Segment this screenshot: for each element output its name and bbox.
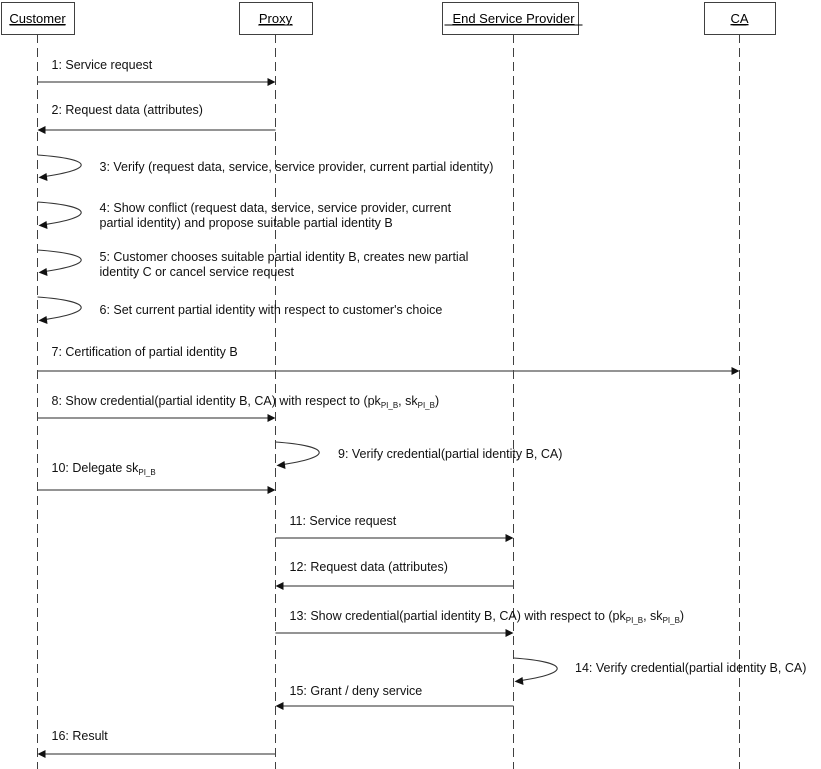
- message-label: 9: Verify credential(partial identity B,…: [338, 447, 562, 461]
- arrowhead-icon: [267, 414, 276, 422]
- message-5: 5: Customer chooses suitable partial ide…: [37, 249, 469, 279]
- participant-proxy: Proxy: [239, 2, 313, 769]
- participant-label: Customer: [9, 11, 66, 26]
- participant-label: CA: [730, 11, 748, 26]
- message-label: 4: Show conflict (request data, service,…: [100, 201, 452, 215]
- message-label-subscript: PI_B: [663, 616, 680, 625]
- message-label-text: 9: Verify credential(partial identity B,…: [338, 447, 562, 461]
- message-label: 8: Show credential(partial identity B, C…: [52, 394, 440, 410]
- message-label-text: , sk: [643, 609, 663, 623]
- arrowhead-icon: [731, 367, 740, 375]
- message-4: 4: Show conflict (request data, service,…: [37, 201, 452, 230]
- message-3: 3: Verify (request data, service, servic…: [37, 154, 494, 181]
- arrowhead-icon: [505, 534, 514, 542]
- message-label-subscript: PI_B: [138, 468, 155, 477]
- message-label-text: 1: Service request: [52, 58, 153, 72]
- participant-customer: Customer: [1, 2, 75, 769]
- message-label: 11: Service request: [290, 514, 397, 528]
- message-label-text: 13: Show credential(partial identity B, …: [290, 609, 627, 623]
- participant-esp: End Service Provider: [442, 2, 583, 769]
- self-message-arrow: [37, 154, 82, 178]
- message-9: 9: Verify credential(partial identity B,…: [275, 441, 562, 469]
- message-label-subscript: PI_B: [381, 401, 398, 410]
- message-label: 5: Customer chooses suitable partial ide…: [100, 250, 469, 264]
- message-label-text: 14: Verify credential(partial identity B…: [575, 661, 806, 675]
- message-label-text: 11: Service request: [290, 514, 397, 528]
- message-10: 10: Delegate skPI_B: [37, 461, 276, 494]
- self-message-arrow: [275, 441, 320, 466]
- message-14: 14: Verify credential(partial identity B…: [513, 657, 806, 685]
- arrowhead-icon: [37, 750, 46, 758]
- message-label: 13: Show credential(partial identity B, …: [290, 609, 685, 625]
- participant-box: [239, 2, 313, 35]
- message-label: identity C or cancel service request: [100, 265, 295, 279]
- self-message-arrow: [37, 201, 82, 226]
- self-message-arrow: [37, 296, 82, 321]
- message-label-text: 15: Grant / deny service: [290, 684, 423, 698]
- message-label-text: 12: Request data (attributes): [290, 560, 448, 574]
- message-label: 16: Result: [52, 729, 109, 743]
- message-label-text: 5: Customer chooses suitable partial ide…: [100, 250, 469, 264]
- message-label-text: 4: Show conflict (request data, service,…: [100, 201, 452, 215]
- message-label: 10: Delegate skPI_B: [52, 461, 156, 477]
- message-label-text: , sk: [398, 394, 418, 408]
- message-7: 7: Certification of partial identity B: [37, 345, 740, 375]
- self-message-arrow: [513, 657, 558, 682]
- self-message-arrow: [37, 249, 82, 273]
- arrowhead-icon: [38, 316, 48, 324]
- arrowhead-icon: [38, 268, 48, 276]
- message-label-text: ): [435, 394, 439, 408]
- message-label: partial identity) and propose suitable p…: [100, 216, 393, 230]
- arrowhead-icon: [505, 629, 514, 637]
- message-13: 13: Show credential(partial identity B, …: [275, 609, 685, 637]
- message-label-text: partial identity) and propose suitable p…: [100, 216, 393, 230]
- message-label: 6: Set current partial identity with res…: [100, 303, 443, 317]
- message-label-text: 10: Delegate sk: [52, 461, 140, 475]
- message-11: 11: Service request: [275, 514, 514, 542]
- message-label: 7: Certification of partial identity B: [52, 345, 238, 359]
- message-2: 2: Request data (attributes): [37, 103, 276, 134]
- message-label: 14: Verify credential(partial identity B…: [575, 661, 806, 675]
- message-label: 3: Verify (request data, service, servic…: [100, 160, 494, 174]
- participant-box: [704, 2, 776, 35]
- message-12: 12: Request data (attributes): [275, 560, 514, 590]
- participant-ca: CA: [704, 2, 776, 769]
- arrowhead-icon: [267, 78, 276, 86]
- arrowhead-icon: [275, 582, 284, 590]
- arrowhead-icon: [38, 173, 48, 181]
- arrowhead-icon: [37, 126, 46, 134]
- participant-label: End Service Provider: [452, 11, 575, 26]
- participant-box: [442, 2, 579, 35]
- message-8: 8: Show credential(partial identity B, C…: [37, 394, 440, 422]
- participant-label: Proxy: [259, 11, 293, 26]
- arrowhead-icon: [38, 221, 48, 229]
- message-label-subscript: PI_B: [626, 616, 643, 625]
- message-label-text: ): [680, 609, 684, 623]
- message-6: 6: Set current partial identity with res…: [37, 296, 443, 324]
- message-label-text: identity C or cancel service request: [100, 265, 295, 279]
- message-label-text: 3: Verify (request data, service, servic…: [100, 160, 494, 174]
- participant-box: [1, 2, 75, 35]
- message-15: 15: Grant / deny service: [275, 684, 514, 710]
- arrowhead-icon: [276, 461, 286, 469]
- message-label-text: 7: Certification of partial identity B: [52, 345, 238, 359]
- message-16: 16: Result: [37, 729, 276, 758]
- arrowhead-icon: [275, 702, 284, 710]
- message-label-text: 2: Request data (attributes): [52, 103, 203, 117]
- arrowhead-icon: [514, 677, 524, 685]
- message-label: 12: Request data (attributes): [290, 560, 448, 574]
- message-label: 2: Request data (attributes): [52, 103, 203, 117]
- message-1: 1: Service request: [37, 58, 276, 86]
- message-label: 1: Service request: [52, 58, 153, 72]
- message-label-text: 8: Show credential(partial identity B, C…: [52, 394, 382, 408]
- message-label-subscript: PI_B: [418, 401, 435, 410]
- message-label-text: 16: Result: [52, 729, 109, 743]
- arrowhead-icon: [267, 486, 276, 494]
- message-label-text: 6: Set current partial identity with res…: [100, 303, 443, 317]
- message-label: 15: Grant / deny service: [290, 684, 423, 698]
